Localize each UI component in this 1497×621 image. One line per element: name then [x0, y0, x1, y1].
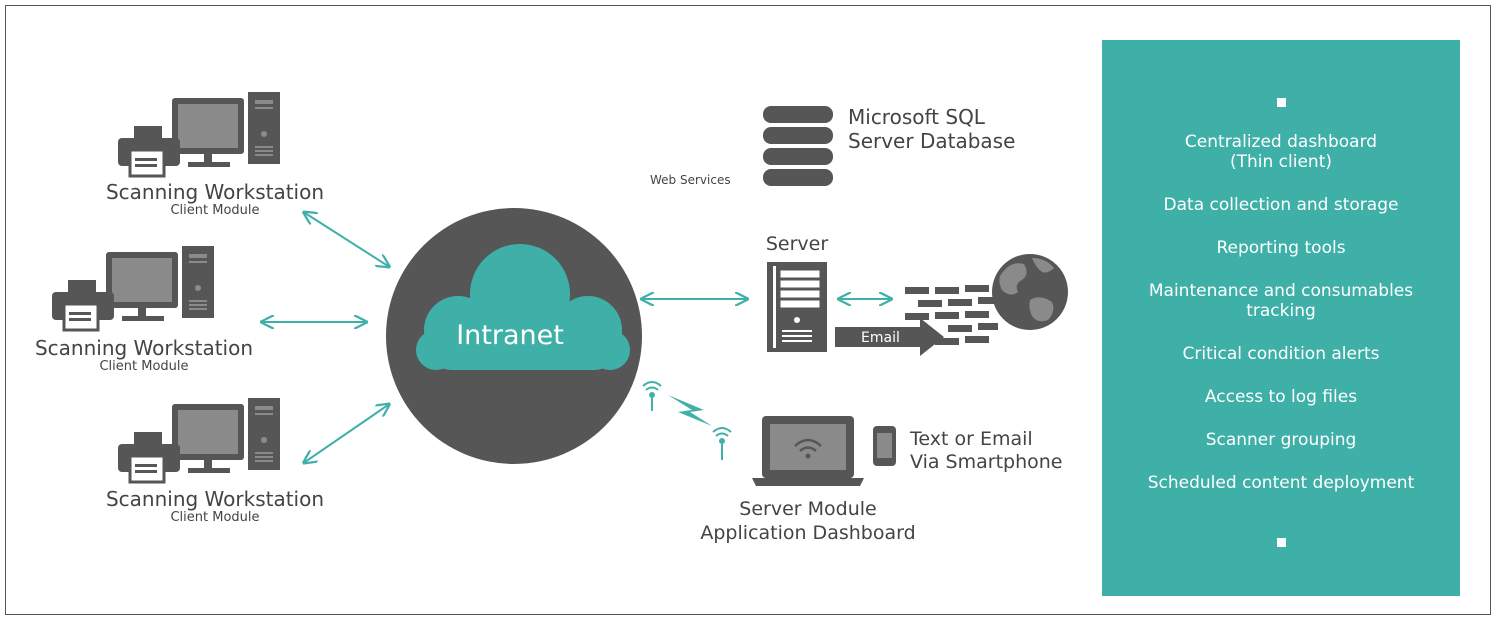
- workstation-icon: [118, 92, 280, 178]
- feature-text: Critical condition alerts: [1182, 344, 1380, 364]
- workstation-icon: [52, 246, 214, 332]
- feature-item: Scanner grouping: [1102, 430, 1460, 450]
- dashboard-line1: Server Module: [739, 498, 876, 520]
- feature-item: Scheduled content deployment: [1102, 473, 1460, 493]
- smartphone-line2: Via Smartphone: [910, 451, 1062, 473]
- workstation-label: Scanning Workstation Client Module: [24, 337, 264, 375]
- dashboard-line2: Application Dashboard: [700, 522, 915, 544]
- feature-text: tracking: [1246, 301, 1316, 321]
- feature-text: Data collection and storage: [1163, 195, 1399, 215]
- workstation-icon: [118, 398, 280, 484]
- workstation-title: Scanning Workstation: [34, 336, 254, 360]
- smartphone-line1: Text or Email: [909, 428, 1033, 450]
- globe-icon: [992, 254, 1068, 330]
- feature-item: Access to log files: [1102, 387, 1460, 407]
- workstation-label: Scanning Workstation Client Module: [95, 181, 335, 219]
- link-arrow: [305, 405, 388, 462]
- workstation-label: Scanning Workstation Client Module: [95, 488, 335, 526]
- wifi-icon: [642, 381, 662, 411]
- workstation-title: Scanning Workstation: [105, 180, 325, 204]
- feature-item: Centralized dashboard(Thin client): [1102, 132, 1460, 172]
- firewall-icon: [905, 285, 998, 345]
- feature-text: Scanner grouping: [1205, 430, 1357, 450]
- feature-text: Maintenance and consumables: [1148, 281, 1414, 301]
- database-icon: [763, 106, 833, 186]
- link-arrow: [305, 213, 388, 266]
- cloud-label: Intranet: [456, 320, 564, 351]
- feature-text: (Thin client): [1229, 152, 1333, 172]
- feature-text: Scheduled content deployment: [1147, 473, 1415, 493]
- laptop-icon: [752, 416, 864, 486]
- feature-text: Reporting tools: [1216, 238, 1346, 258]
- feature-text: Access to log files: [1204, 387, 1358, 407]
- wifi-icon: [712, 427, 732, 460]
- feature-text: Centralized dashboard: [1184, 132, 1378, 152]
- features-panel: Centralized dashboard(Thin client) Data …: [1102, 40, 1460, 596]
- lightning-icon: [668, 395, 712, 426]
- smartphone-icon: [873, 426, 896, 466]
- panel-bottom-marker: [1277, 538, 1286, 547]
- email-arrow: [835, 318, 944, 356]
- workstation-subtitle: Client Module: [170, 510, 260, 525]
- panel-top-marker: [1277, 98, 1286, 107]
- feature-item: Critical condition alerts: [1102, 344, 1460, 364]
- email-label: Email: [861, 330, 900, 346]
- web-services-label: Web Services: [650, 173, 731, 187]
- workstation-subtitle: Client Module: [170, 203, 260, 218]
- feature-item: Data collection and storage: [1102, 195, 1460, 215]
- database-title-line1: Microsoft SQL: [848, 105, 986, 129]
- server-label: Server: [766, 233, 828, 255]
- server-icon: [767, 262, 827, 352]
- database-title-line2: Server Database: [848, 129, 1015, 153]
- features-list: Centralized dashboard(Thin client) Data …: [1102, 132, 1460, 516]
- feature-item: Reporting tools: [1102, 238, 1460, 258]
- workstation-subtitle: Client Module: [99, 359, 189, 374]
- workstation-title: Scanning Workstation: [105, 487, 325, 511]
- cloud-icon: [416, 244, 630, 370]
